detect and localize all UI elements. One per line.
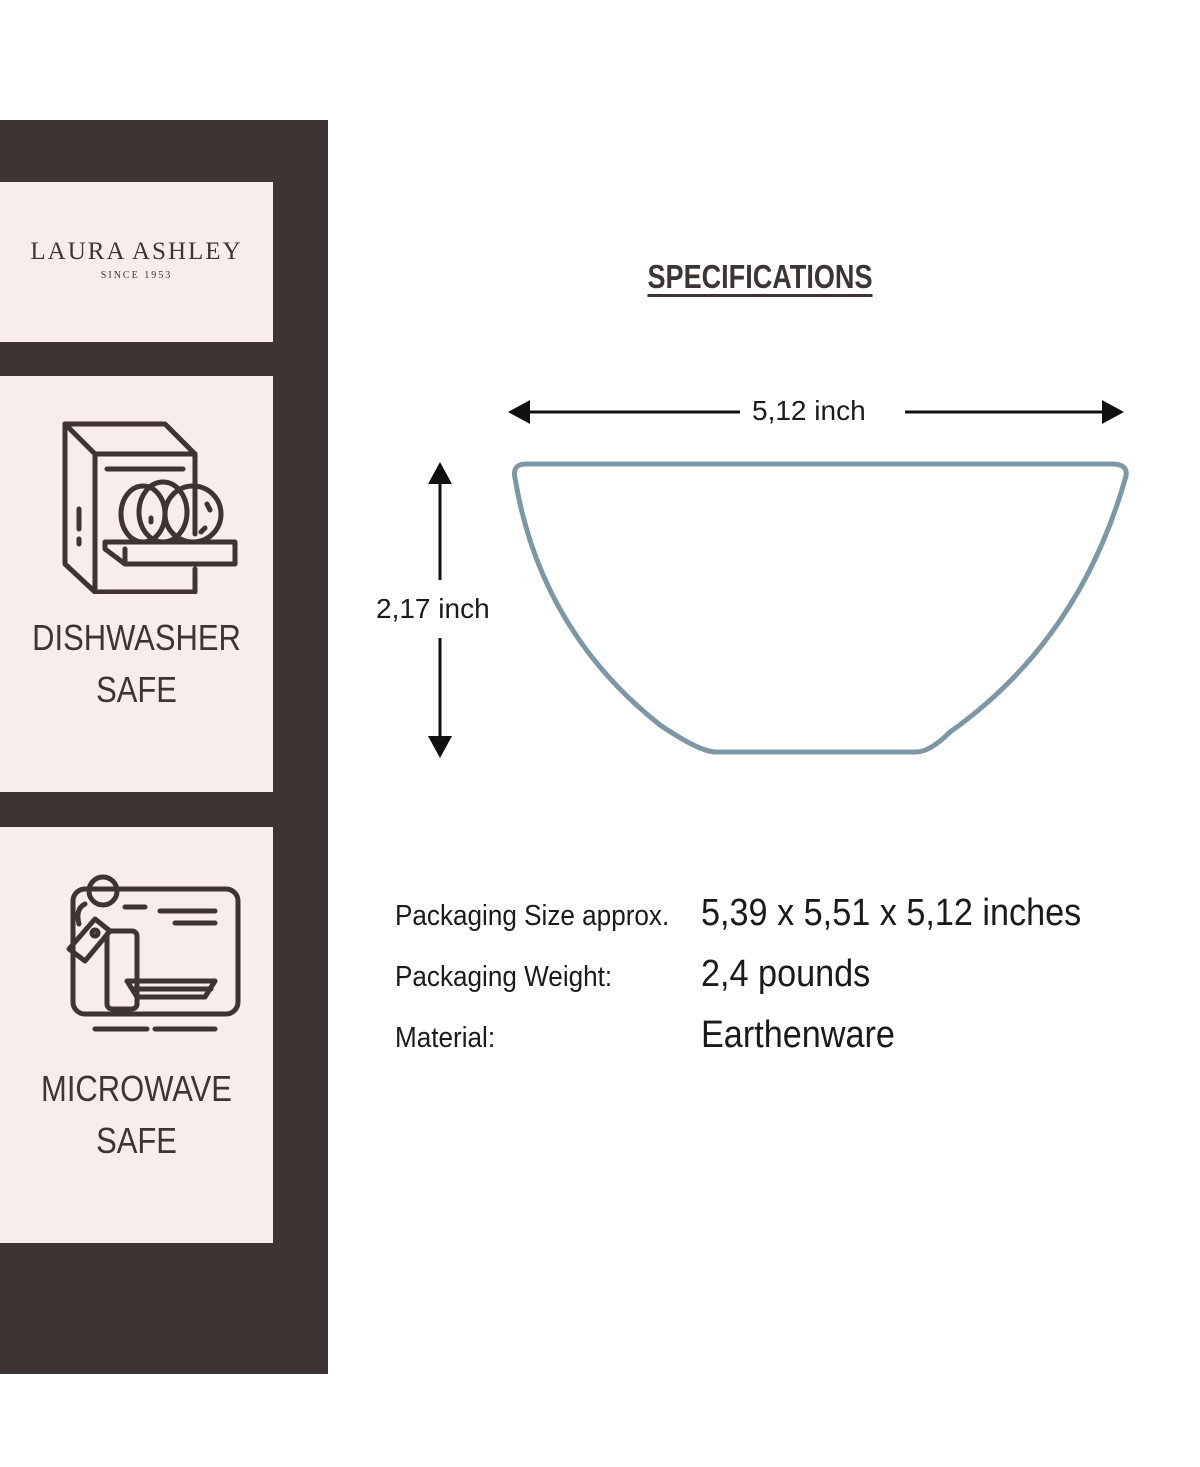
dishwasher-icon — [62, 421, 238, 594]
spec-value: 5,39 x 5,51 x 5,12 inches — [701, 892, 1082, 934]
spec-key: Material: — [395, 1022, 496, 1054]
dishwasher-safe-panel: DISHWASHER SAFE — [0, 376, 273, 792]
spec-value: Earthenware — [701, 1014, 895, 1056]
spec-key: Packaging Size approx. — [395, 900, 670, 932]
spec-row: Material: Earthenware — [395, 1012, 1175, 1073]
spec-row: Packaging Size approx. 5,39 x 5,51 x 5,1… — [395, 890, 1175, 951]
microwave-label-line1: MICROWAVE — [41, 1068, 232, 1109]
dishwasher-label-line2: SAFE — [96, 669, 177, 710]
dishwasher-safe-label: DISHWASHER SAFE — [19, 612, 254, 716]
microwave-icon — [66, 874, 241, 1032]
bowl-outline — [512, 461, 1129, 755]
brand-panel: LAURA ASHLEY SINCE 1953 — [0, 182, 273, 342]
bowl-height-label: 2,17 inch — [376, 593, 490, 625]
brand-name: LAURA ASHLEY — [30, 238, 243, 265]
spec-value: 2,4 pounds — [701, 953, 871, 995]
microwave-safe-panel: MICROWAVE SAFE — [0, 827, 273, 1243]
spec-row: Packaging Weight: 2,4 pounds — [395, 951, 1175, 1012]
brand-since: SINCE 1953 — [100, 270, 173, 281]
bowl-dimension-diagram — [428, 400, 1129, 758]
microwave-label-line2: SAFE — [96, 1120, 177, 1161]
width-arrow — [508, 400, 1124, 424]
spec-key: Packaging Weight: — [395, 961, 613, 993]
height-arrow — [428, 462, 452, 758]
dishwasher-label-line1: DISHWASHER — [32, 617, 241, 658]
bowl-width-label: 5,12 inch — [752, 395, 866, 427]
specifications-list: Packaging Size approx. 5,39 x 5,51 x 5,1… — [395, 890, 1175, 1073]
microwave-safe-label: MICROWAVE SAFE — [19, 1063, 254, 1167]
specifications-title: SPECIFICATIONS — [647, 258, 873, 295]
sidebar: LAURA ASHLEY SINCE 1953 DISHWASHER S — [0, 120, 328, 1374]
